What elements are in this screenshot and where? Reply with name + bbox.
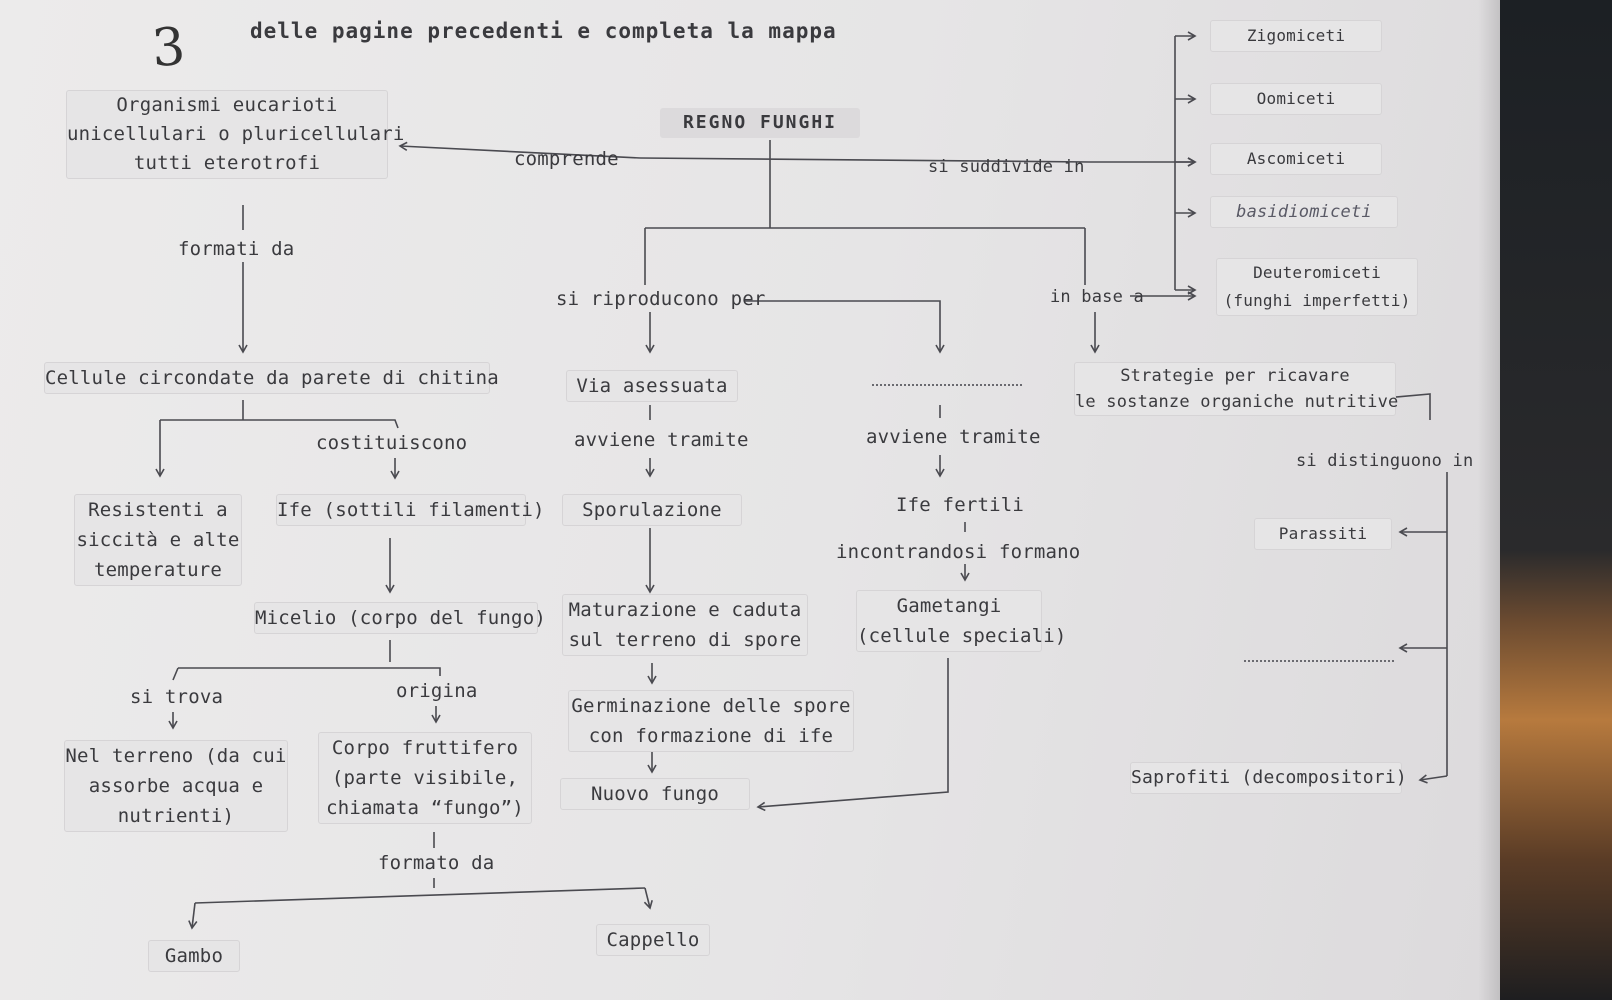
label-origina: origina [396,680,478,702]
arrow-saprofiti [1418,774,1448,784]
node-gambo: Gambo [148,940,240,972]
node-terreno-line1: Nel terreno (da cui [65,745,287,767]
node-gametangi: Gametangi (cellule speciali) [856,590,1067,652]
label-formati-da: formati da [178,238,295,260]
label-comprende: comprende [514,148,619,170]
node-strategie-line2: le sostanze organiche nutritive [1075,392,1399,412]
node-saprofiti: Saprofiti (decompositori) [1130,762,1407,794]
label-costituiscono: costituiscono [316,432,468,454]
node-organismi-line3: tutti eterotrofi [133,152,321,174]
node-gametangi-line2: (cellule speciali) [857,625,1067,647]
link-riproducono-right [745,300,945,354]
label-si-distinguono-in: si distinguono in [1296,451,1474,471]
label-avviene-tramite-2: avviene tramite [866,426,1041,448]
node-nuovo-fungo: Nuovo fungo [560,778,750,810]
node-germinazione: Germinazione delle spore con formazione … [568,690,854,752]
node-cellule-chitina: Cellule circondate da parete di chitina [44,362,499,394]
split-formato [194,887,646,904]
root-regno-funghi: REGNO FUNGHI [660,108,860,138]
node-deuteromiceti-line2: (funghi imperfetti) [1223,291,1411,310]
label-si-suddivide-in: si suddivide in [928,157,1085,177]
node-deuteromiceti: Deuteromiceti (funghi imperfetti) [1216,258,1418,316]
node-sporulazione: Sporulazione [562,494,742,526]
node-maturazione-line2: sul terreno di spore [568,629,802,651]
node-germinazione-line1: Germinazione delle spore [571,695,851,717]
node-deuteromiceti-line1: Deuteromiceti [1253,263,1381,282]
node-germinazione-line2: con formazione di ife [588,725,834,747]
label-formato-da: formato da [378,852,495,874]
node-zigomiceti: Zigomiceti [1210,20,1382,52]
concept-map-connectors [155,31,1448,930]
page-edge-shadow [1478,0,1500,1000]
link-root-comprende [398,141,641,159]
node-maturazione-line1: Maturazione e caduta [568,599,802,621]
table-background [1500,0,1612,1000]
link-root-right [639,157,1091,163]
node-resistenti: Resistenti a siccità e alte temperature [74,494,242,586]
node-maturazione: Maturazione e caduta sul terreno di spor… [562,594,808,656]
node-resistenti-line2: siccità e alte [76,529,240,551]
node-corpo-fruttifero: Corpo fruttifero (parte visibile, chiama… [318,732,532,824]
node-ife: Ife (sottili filamenti) [276,494,545,526]
link-split-cappello [643,887,653,910]
link-gametangi-nuovo [756,658,949,812]
node-corpo-line2: (parte visibile, [331,767,519,789]
split-micelio [178,667,441,676]
label-incontrandosi-formano: incontrandosi formano [836,541,1081,563]
node-gametangi-line1: Gametangi [896,595,1002,617]
node-terreno-line2: assorbe acqua e [88,775,264,797]
node-terreno-line3: nutrienti) [117,805,235,827]
node-corpo-line3: chiamata “fungo”) [326,797,524,819]
label-avviene-tramite-1: avviene tramite [574,429,749,451]
node-oomiceti: Oomiceti [1210,83,1382,115]
node-corpo-line1: Corpo fruttifero [331,737,519,759]
node-parassiti: Parassiti [1254,518,1392,550]
label-si-riproducono-per: si riproducono per [556,288,766,310]
label-si-trova: si trova [130,686,224,708]
node-ife-fertili: Ife fertili [896,494,1025,516]
node-resistenti-line1: Resistenti a [88,499,228,521]
blank-nutrition-type[interactable] [1244,660,1394,662]
node-cappello: Cappello [596,924,710,956]
link-split-gambo [188,902,198,930]
node-micelio: Micelio (corpo del fungo) [254,602,546,634]
node-organismi-line2: unicellulari o pluricellulari [67,123,405,145]
page-instruction: delle pagine precedenti e completa la ma… [250,19,837,43]
node-basidiomiceti-handwritten[interactable]: basidiomiceti [1210,196,1398,228]
node-strategie: Strategie per ricavare le sostanze organ… [1074,362,1399,416]
handwritten-number: 3 [149,16,188,80]
blank-via-sessuata[interactable] [872,384,1022,386]
node-ascomiceti: Ascomiceti [1210,143,1382,175]
link-split-sitrova [172,667,179,681]
label-in-base-a: in base a [1050,287,1144,307]
node-via-asessuata: Via asessuata [566,370,738,402]
node-resistenti-line3: temperature [93,559,223,581]
node-organismi-line1: Organismi eucarioti [116,94,338,116]
link-strategie-bracket [1384,393,1431,420]
split-costituiscono [160,419,399,429]
node-terreno: Nel terreno (da cui assorbe acqua e nutr… [64,740,288,832]
node-organismi: Organismi eucarioti unicellulari o pluri… [66,90,405,179]
node-strategie-line1: Strategie per ricavare [1120,366,1350,386]
